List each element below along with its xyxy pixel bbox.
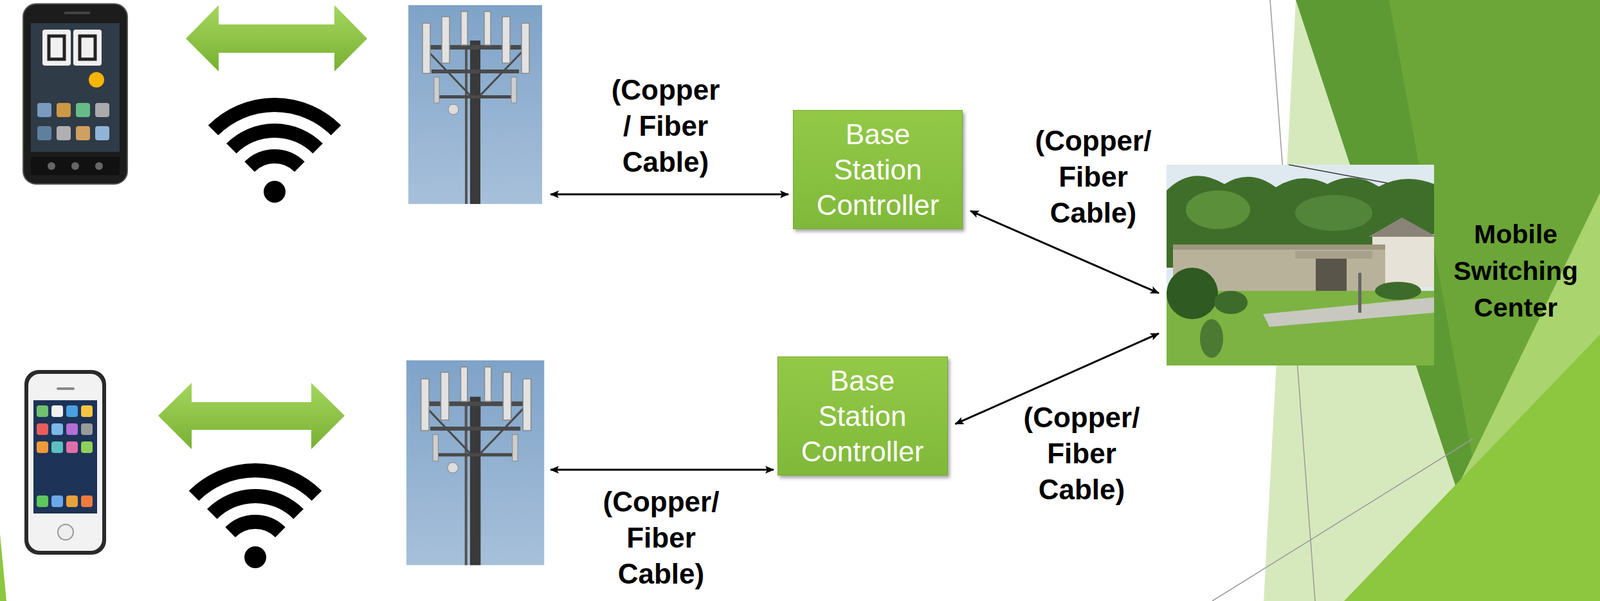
tree-highlight <box>1185 190 1251 229</box>
wifi-arc <box>230 521 281 532</box>
wifi-dot <box>263 180 286 203</box>
app-icon <box>66 423 78 435</box>
building-roofline <box>1172 244 1386 250</box>
app-icon <box>51 423 64 435</box>
app-icon <box>66 441 78 453</box>
app-icon <box>75 102 91 118</box>
app-icon <box>81 405 93 417</box>
photo-bush <box>1166 267 1219 319</box>
switching-center: Mobile Switching Center <box>1166 164 1588 366</box>
building-photo <box>1166 164 1437 366</box>
app-icon <box>66 405 78 417</box>
phone-speaker <box>56 387 75 390</box>
app-icon <box>36 441 49 453</box>
wifi-arc <box>194 470 318 496</box>
phone-button <box>71 162 80 170</box>
dock-icon <box>81 495 93 507</box>
smartphone-2 <box>24 369 107 555</box>
controller-box: Base Station Controller <box>792 109 963 229</box>
thin-line <box>1212 438 1473 601</box>
app-icon <box>51 441 64 453</box>
phone-button <box>47 162 56 170</box>
app-icon <box>51 405 64 417</box>
cable-label: (Copper / Fiber Cable) <box>605 72 726 181</box>
dock-icon <box>66 495 78 507</box>
center-label: Mobile Switching Center <box>1446 216 1586 327</box>
app-icon <box>56 126 71 141</box>
home-button <box>57 524 74 540</box>
app-icon <box>81 441 93 453</box>
smartphone-1 <box>23 3 128 184</box>
tree-highlight <box>1295 194 1373 231</box>
wifi-symbol <box>194 470 318 568</box>
phone-screen <box>30 23 120 152</box>
radio-link-arrow <box>158 382 345 449</box>
app-icon <box>95 102 110 118</box>
wifi-arc <box>249 156 300 167</box>
dock-icon <box>36 495 49 507</box>
radio-link-arrow <box>185 5 368 72</box>
wifi-arc <box>231 130 318 149</box>
clock-tile <box>42 29 71 66</box>
photo-driveway <box>1263 297 1435 327</box>
photo-bush <box>1214 290 1248 314</box>
clock-digit <box>48 36 65 60</box>
photo-sky <box>1166 164 1435 366</box>
clock-tile <box>73 29 102 66</box>
clock-digit <box>79 36 96 60</box>
dock-icon <box>51 495 64 507</box>
building-door <box>1315 258 1347 294</box>
app-icon <box>36 405 49 417</box>
wifi-symbol <box>213 104 337 203</box>
controller-box: Base Station Controller <box>777 356 948 476</box>
app-icon <box>37 126 52 141</box>
bright-band <box>1344 334 1600 601</box>
app-icon <box>36 423 49 435</box>
cable-arrow <box>550 193 789 196</box>
phone-button <box>95 162 103 170</box>
house-roof <box>1368 217 1437 237</box>
phone-body <box>23 3 128 184</box>
app-icon <box>95 126 110 141</box>
cell-tower <box>408 5 543 204</box>
cable-label: (Copper/ Fiber Cable) <box>600 483 723 592</box>
wifi-arc <box>212 495 299 514</box>
cable-label: (Copper/ Fiber Cable) <box>1020 399 1143 508</box>
wifi-dot <box>244 545 267 568</box>
app-icon <box>56 102 71 118</box>
button-bar <box>30 156 120 175</box>
app-icon <box>75 126 91 141</box>
building-overhang <box>1295 250 1373 259</box>
phone-speaker <box>64 11 91 15</box>
wifi-arc <box>213 104 337 131</box>
photo-bush <box>1374 281 1422 300</box>
controller-label: Base Station Controller <box>810 116 946 223</box>
cable-label: (Copper/ Fiber Cable) <box>1032 122 1155 231</box>
cable-arrow <box>550 468 774 471</box>
corner-sliver <box>0 533 7 601</box>
controller-label: Base Station Controller <box>794 362 930 469</box>
app-icon <box>37 102 52 118</box>
phone-screen <box>33 400 98 514</box>
cell-tower <box>406 360 545 565</box>
phone-face <box>28 373 103 551</box>
weather-sun <box>88 72 105 88</box>
photo-post <box>1358 272 1362 313</box>
phone-body <box>24 369 107 555</box>
photo-bush <box>1200 318 1224 358</box>
app-icon <box>81 423 93 435</box>
